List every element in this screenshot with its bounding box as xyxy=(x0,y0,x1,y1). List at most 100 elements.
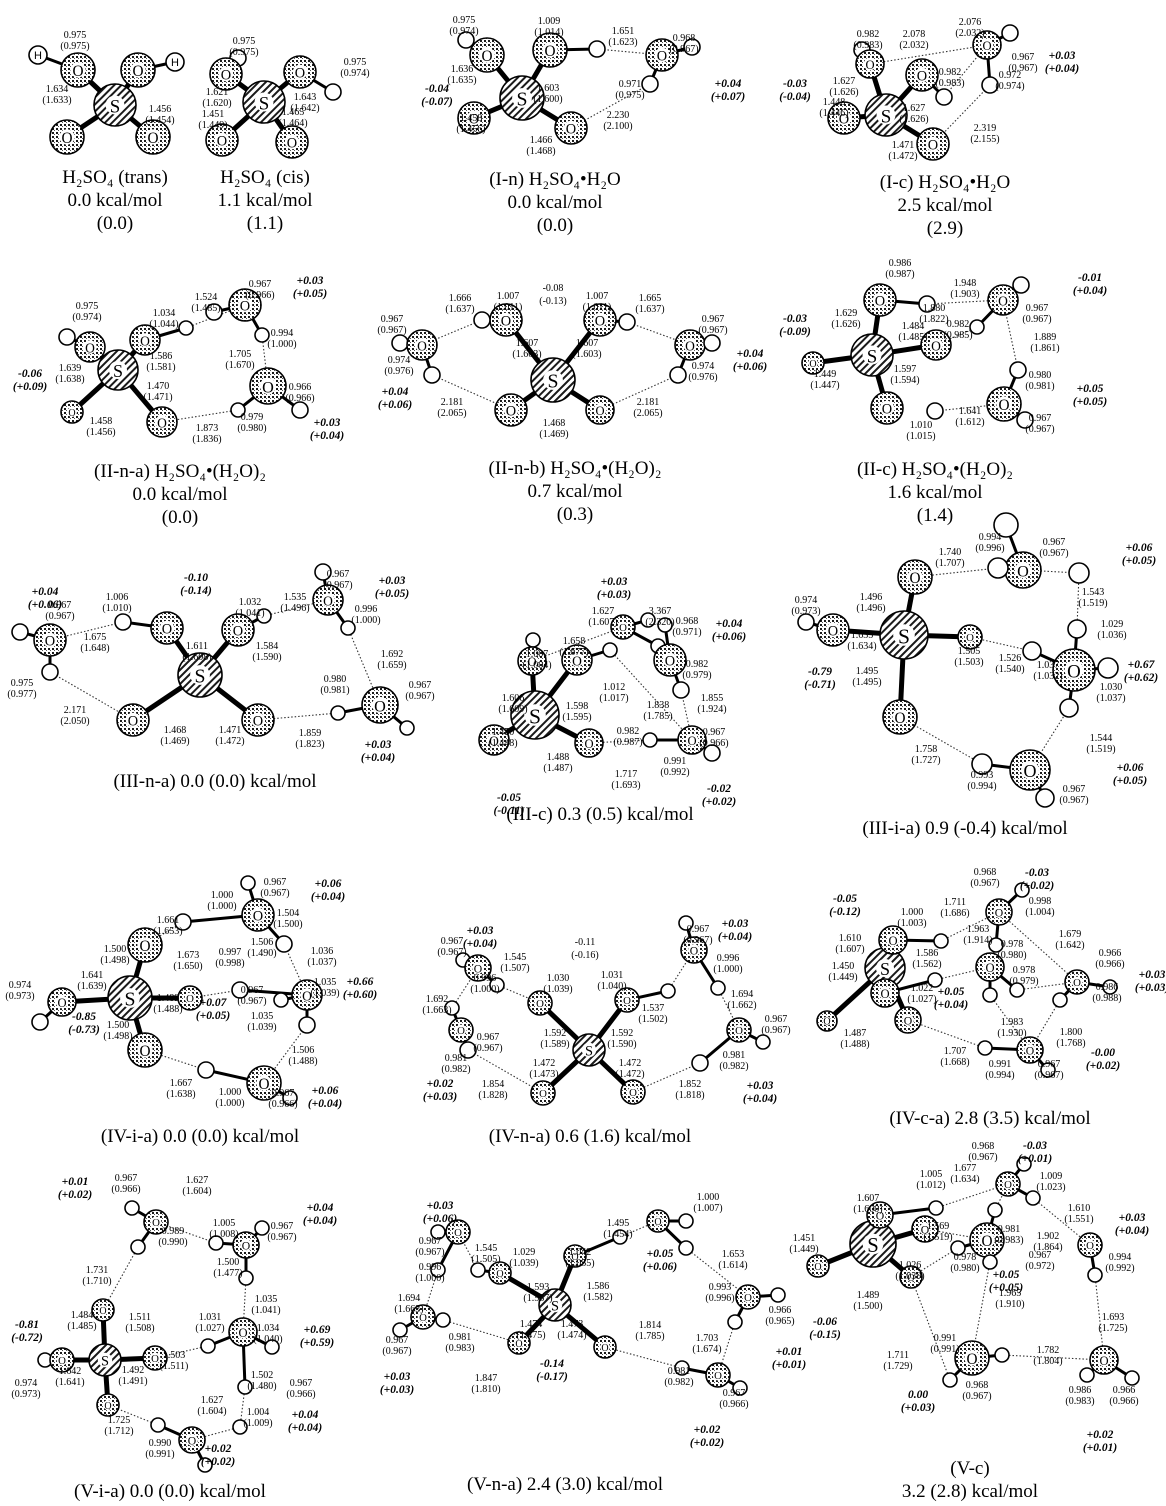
charge-label: +0.03 xyxy=(314,417,341,429)
charge-label: -0.85 xyxy=(72,1011,96,1023)
bond-length-label: (1.828) xyxy=(478,1090,507,1101)
bond-length-label: 0.975 xyxy=(453,15,476,26)
bond-length-label: (1.472) xyxy=(888,151,917,162)
bond-length-label: 0.991 xyxy=(664,756,687,767)
bond-length-label: 0.982 xyxy=(617,726,640,737)
bond-length-label: (1.635) xyxy=(447,75,476,86)
bond-length-label: (1.670) xyxy=(225,360,254,371)
hydrogen-atom xyxy=(618,313,636,331)
oxygen-atom-center xyxy=(103,1400,113,1410)
bond-length-label: 1.586 xyxy=(150,351,173,362)
hydrogen-bond xyxy=(940,911,1000,942)
atom-symbol: O xyxy=(539,1088,547,1100)
charge-label: (+0.07) xyxy=(711,91,746,103)
atom-symbol: O xyxy=(714,1370,722,1382)
bond-length-label: (0.967) xyxy=(1008,63,1037,74)
bond-length-label: 1.705 xyxy=(229,349,252,360)
atom-symbol: S xyxy=(529,704,541,728)
hydrogen-bond xyxy=(191,1426,241,1441)
bond-length-label: (0.967) xyxy=(962,1391,991,1402)
charge-label: (+0.01) xyxy=(1018,1153,1053,1165)
oxygen-atom-center xyxy=(1021,761,1039,779)
charge-label: +0.02 xyxy=(1087,1429,1114,1441)
bond-length-label: 1.450 xyxy=(492,727,515,738)
charge-label: +0.69 xyxy=(304,1324,331,1336)
bond-length-label: (0.967) xyxy=(761,1025,790,1036)
bond-length-label: 1.474 xyxy=(520,1319,543,1330)
atom-symbol: O xyxy=(104,1401,111,1412)
hydrogen-atom xyxy=(683,38,701,56)
bond-length-label: 1.503 xyxy=(163,1350,186,1361)
bond-length-label: 1.703 xyxy=(696,1333,719,1344)
bond-length-label: (1.511) xyxy=(160,1361,189,1372)
atom-symbol: O xyxy=(687,734,696,748)
atom-symbol: O xyxy=(690,945,698,958)
bond-length-label: 1.487 xyxy=(844,1028,867,1039)
hydrogen-atom xyxy=(926,402,944,420)
caption-iv-i-a: (IV-i-a) 0.0 (0.0) kcal/mol xyxy=(70,1125,330,1148)
bond-length-label: (2.032) xyxy=(899,40,928,51)
bond-length-label: 0.986 xyxy=(1069,1385,1092,1396)
hydrogen-atom xyxy=(1102,979,1118,995)
atom-symbol: O xyxy=(481,48,492,65)
hydrogen-atom xyxy=(969,319,985,335)
bond-length-label: 1.639 xyxy=(59,363,82,374)
bond-length-label: 1.009 xyxy=(538,16,561,27)
bond-length-label: 1.000 xyxy=(697,1192,720,1203)
oxygen-atom-center xyxy=(879,400,895,416)
oxygen-atom-center xyxy=(230,622,246,638)
bond-length-label: 2.076 xyxy=(959,17,982,28)
sulfur-atom-center xyxy=(524,704,546,726)
bond-length-label: 0.967 xyxy=(115,1173,138,1184)
bond-length-label: 0.981 xyxy=(998,1224,1021,1235)
bond-length-label: (1.603) xyxy=(572,349,601,360)
oxygen-atom-center xyxy=(600,1342,610,1352)
bond-length-label: 0.967 xyxy=(702,314,725,325)
bond-length-label: 1.031 xyxy=(199,1312,222,1323)
bond-length-label: 1.586 xyxy=(587,1281,610,1292)
hydrogen-atom xyxy=(1012,276,1030,294)
charge-label: -0.03 xyxy=(783,78,807,90)
charge-label: +0.03 xyxy=(601,576,628,588)
hydrogen-atom xyxy=(254,1220,270,1236)
oxygen-atom-center xyxy=(836,110,852,126)
charge-label: +0.03 xyxy=(1119,1212,1146,1224)
bond-length-label: (0.996) xyxy=(975,543,1004,554)
bond-length-label: (1.725) xyxy=(1098,1323,1127,1334)
atom-symbol: O xyxy=(544,43,555,60)
atom-symbol: O xyxy=(302,988,312,1003)
caption-h2so4-trans: H₂SO₄ (trans) 0.0 kcal/mol (0.0) xyxy=(30,166,200,235)
hydrogen-atom xyxy=(392,1322,408,1338)
oxygen-atom-center xyxy=(415,338,429,352)
bond-length-label: (1.637) xyxy=(445,304,474,315)
bond-length-label: 1.000 xyxy=(219,1087,242,1098)
bond-length-label: (1.668) xyxy=(940,1057,969,1068)
bond-length-label: 0.967 xyxy=(703,727,726,738)
hydrogen-atom xyxy=(340,620,356,636)
bond-length-label: (0.981) xyxy=(320,685,349,696)
bond-length-label: 0.996 xyxy=(355,604,378,615)
bond-length-label: 1.034 xyxy=(153,308,176,319)
bond-length-label: (1.648) xyxy=(80,643,109,654)
bond-length-label: (0.966) xyxy=(1095,959,1124,970)
bond-length-label: 1.717 xyxy=(615,769,638,780)
atom-symbol: O xyxy=(629,1087,637,1099)
charge-label: (+0.03) xyxy=(423,1091,458,1103)
bond-length-label: 1.489 xyxy=(157,993,180,1004)
charge-label: -0.05 xyxy=(833,893,857,905)
charge-label: +0.03 xyxy=(1049,50,1076,62)
bond-length-label: (1.014) xyxy=(534,27,563,38)
bond-length-label: (1.659) xyxy=(377,660,406,671)
oxygen-atom-center xyxy=(186,1434,198,1446)
bond-length-label: 0.967 xyxy=(327,569,350,580)
charge-label: +0.05 xyxy=(993,1269,1020,1281)
oxygen-atom-center xyxy=(184,992,196,1004)
bond-length-label: 1.611 xyxy=(186,641,208,652)
bond-length-label: 1.545 xyxy=(504,952,527,963)
oxygen-atom-center xyxy=(487,733,501,747)
bond-length-label: 1.854 xyxy=(482,1079,505,1090)
charge-label: (+0.05) xyxy=(1113,775,1148,787)
bond-length-label: 1.607 xyxy=(857,1193,880,1204)
bond-length-label: 1.484 xyxy=(71,1310,94,1321)
sulfur-atom-center xyxy=(893,624,915,646)
